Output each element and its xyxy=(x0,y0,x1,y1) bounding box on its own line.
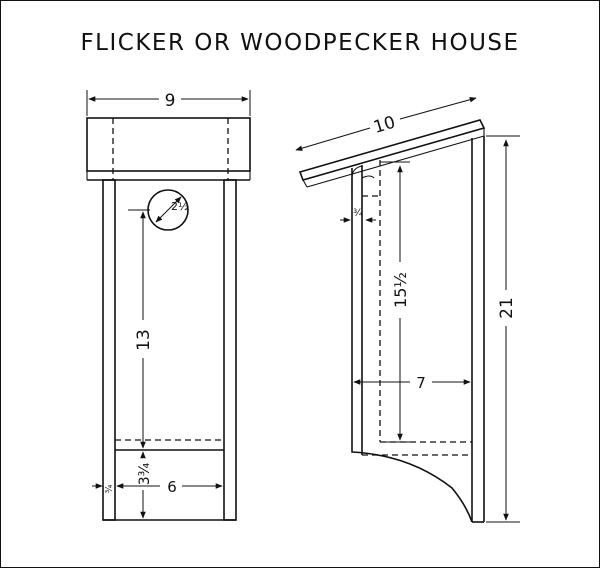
hole-height-label: 13 xyxy=(134,329,154,351)
interior-height-label: 15½ xyxy=(391,272,410,308)
side-view: 10 ¾ 15½ 21 7 xyxy=(295,96,520,523)
front-view: 2½ 9 13 3¾ 6 ¾ xyxy=(86,90,251,521)
depth-label: 7 xyxy=(416,374,426,392)
drawing-title: FLICKER OR WOODPECKER HOUSE xyxy=(80,30,520,56)
roof-length-label: 10 xyxy=(371,112,398,137)
side-front-board xyxy=(351,168,473,523)
inside-width-label: 6 xyxy=(167,478,177,496)
front-right-side xyxy=(223,179,237,521)
total-height-label: 21 xyxy=(497,297,517,319)
top-offset-label: ¾ xyxy=(353,208,363,219)
hole-diameter-label: 2½ xyxy=(171,200,189,213)
floor-recess-label: 3¾ xyxy=(137,462,153,485)
front-roof xyxy=(86,117,251,172)
side-thickness-label: ¾ xyxy=(105,484,115,493)
front-left-side xyxy=(102,179,116,521)
roof-width-label: 9 xyxy=(165,91,176,111)
